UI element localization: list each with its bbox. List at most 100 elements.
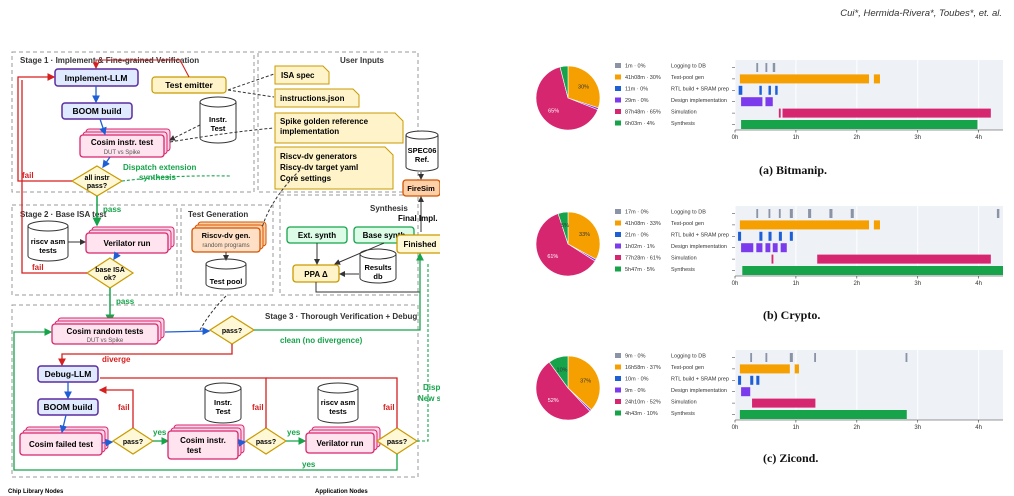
gantt-bar bbox=[759, 85, 762, 95]
base-synth-label: Base synth bbox=[363, 231, 406, 240]
legend-label: Synthesis bbox=[671, 121, 695, 127]
cosim-instr-test-node bbox=[79, 134, 165, 158]
gantt-bar bbox=[739, 220, 869, 230]
gantt-bar bbox=[752, 398, 816, 408]
pie-slice bbox=[567, 65, 601, 109]
synthesis-title: Synthesis bbox=[370, 204, 408, 213]
pass-q-4: pass? bbox=[387, 439, 407, 446]
ppa-label: PPA Δ bbox=[304, 270, 328, 279]
gantt-bar bbox=[741, 387, 751, 397]
pie-slice bbox=[557, 211, 569, 245]
instr-test-l2: Test bbox=[211, 124, 226, 133]
gantt-bar bbox=[768, 85, 771, 95]
legend-swatch bbox=[615, 266, 621, 272]
gantt-bg bbox=[735, 350, 1003, 420]
legend-stat: 6h03m · 4% bbox=[625, 121, 655, 127]
x-tick-label: 0h bbox=[732, 281, 739, 287]
riscv-dv-gen-label: Riscv-dv gen. bbox=[202, 231, 251, 240]
legend-stat: 24h10m · 52% bbox=[625, 400, 661, 406]
riscv-dv-l3: Core settings bbox=[280, 174, 332, 183]
pass-decision-3 bbox=[244, 427, 288, 455]
legend-swatch bbox=[615, 63, 621, 68]
foot-right: Application Nodes bbox=[315, 489, 368, 495]
results-l1: Results bbox=[364, 263, 391, 272]
pass-label-1: pass bbox=[103, 205, 122, 214]
legend-stat: 77h28m · 61% bbox=[625, 256, 661, 262]
stage2-box bbox=[11, 204, 178, 296]
gantt-bar bbox=[759, 231, 763, 241]
pass-decision-2 bbox=[111, 427, 155, 455]
pie-label: 30% bbox=[578, 85, 589, 91]
base-isa-l1: base ISA bbox=[95, 267, 125, 274]
pie-label: 37% bbox=[580, 378, 591, 384]
cosim-failed-label: Cosim failed test bbox=[29, 440, 93, 449]
gantt-bar bbox=[780, 243, 787, 253]
legend-label: Logging to DB bbox=[671, 354, 706, 360]
workflow-diagram: Stage 1 · Implement & Fine-grained Verif… bbox=[8, 51, 440, 495]
legend-label: Logging to DB bbox=[671, 210, 706, 216]
gantt-bar bbox=[741, 120, 978, 129]
gantt-bar bbox=[765, 97, 773, 107]
firesim-label: FireSim bbox=[407, 184, 435, 193]
all-instr-l2: pass? bbox=[87, 183, 107, 190]
clean-label: clean (no divergence) bbox=[280, 336, 363, 345]
gantt-bar bbox=[756, 243, 763, 253]
cosim-instr-test-label: Cosim instr. test bbox=[91, 138, 154, 147]
legend-swatch bbox=[615, 220, 621, 226]
x-tick-label: 0h bbox=[732, 425, 739, 431]
spike-doc bbox=[274, 112, 404, 144]
legend-label: RTL build + SRAM prep bbox=[671, 377, 729, 383]
pie-slice bbox=[567, 355, 601, 411]
instructions-json-doc bbox=[274, 88, 360, 108]
legend-label: RTL build + SRAM prep bbox=[671, 87, 729, 93]
stage2-title: Stage 2 · Base ISA test bbox=[20, 210, 107, 219]
gantt-bar bbox=[772, 243, 778, 253]
pie-slice bbox=[559, 65, 569, 99]
instr-test-db-2 bbox=[204, 382, 242, 424]
x-tick-label: 1h bbox=[793, 135, 800, 141]
x-tick-label: 2h bbox=[853, 135, 860, 141]
gantt-bar bbox=[775, 85, 778, 95]
base-isa-l2: ok? bbox=[104, 275, 116, 282]
legend-swatch bbox=[615, 399, 621, 404]
legend-label: Design implementation bbox=[671, 388, 727, 394]
gantt-bar bbox=[772, 63, 776, 72]
riscv-asm-2-l2: tests bbox=[329, 407, 347, 416]
legend-label: Design implementation bbox=[671, 244, 727, 250]
legend-label: Simulation bbox=[671, 400, 697, 406]
cosim-random-sub: DUT vs Spike bbox=[87, 338, 124, 344]
gantt-bar bbox=[765, 63, 768, 72]
gantt-bar bbox=[794, 364, 799, 374]
gantt-bar bbox=[765, 243, 771, 253]
all-instr-l1: all instr bbox=[85, 175, 110, 182]
legend-stat: 21m · 0% bbox=[625, 233, 649, 239]
fail-label-4: fail bbox=[252, 403, 264, 412]
riscv-asm-db-2 bbox=[317, 382, 359, 424]
instr-test-2-l1: Instr. bbox=[214, 398, 232, 407]
final-impl-label: Final Impl. bbox=[398, 214, 438, 223]
legend-label: Test-pool gen bbox=[671, 75, 704, 81]
random-programs-label: random programs bbox=[202, 243, 249, 249]
riscv-dv-l2: Riscv-dv target yaml bbox=[280, 163, 358, 172]
pie-slice bbox=[535, 361, 591, 421]
legend-stat: 1m · 0% bbox=[625, 64, 646, 70]
gantt-bar bbox=[808, 209, 812, 218]
test-emitter-label: Test emitter bbox=[165, 80, 213, 90]
gantt-bar bbox=[739, 74, 869, 84]
gantt-bar bbox=[768, 209, 771, 218]
gantt-bar bbox=[750, 353, 753, 362]
x-tick-label: 2h bbox=[853, 425, 860, 431]
gantt-bar bbox=[817, 254, 991, 264]
gantt-bar bbox=[771, 254, 774, 264]
legend-stat: 5h47m · 5% bbox=[625, 267, 655, 273]
x-tick-label: 1h bbox=[793, 425, 800, 431]
gantt-bar bbox=[768, 231, 772, 241]
legend-stat: 9m · 0% bbox=[625, 354, 646, 360]
gantt-bar bbox=[850, 209, 854, 218]
debug-llm-label: Debug-LLM bbox=[45, 369, 92, 379]
finished-label: Finished bbox=[404, 240, 437, 249]
pie-label: 65% bbox=[548, 109, 559, 115]
legend-swatch bbox=[615, 243, 621, 249]
